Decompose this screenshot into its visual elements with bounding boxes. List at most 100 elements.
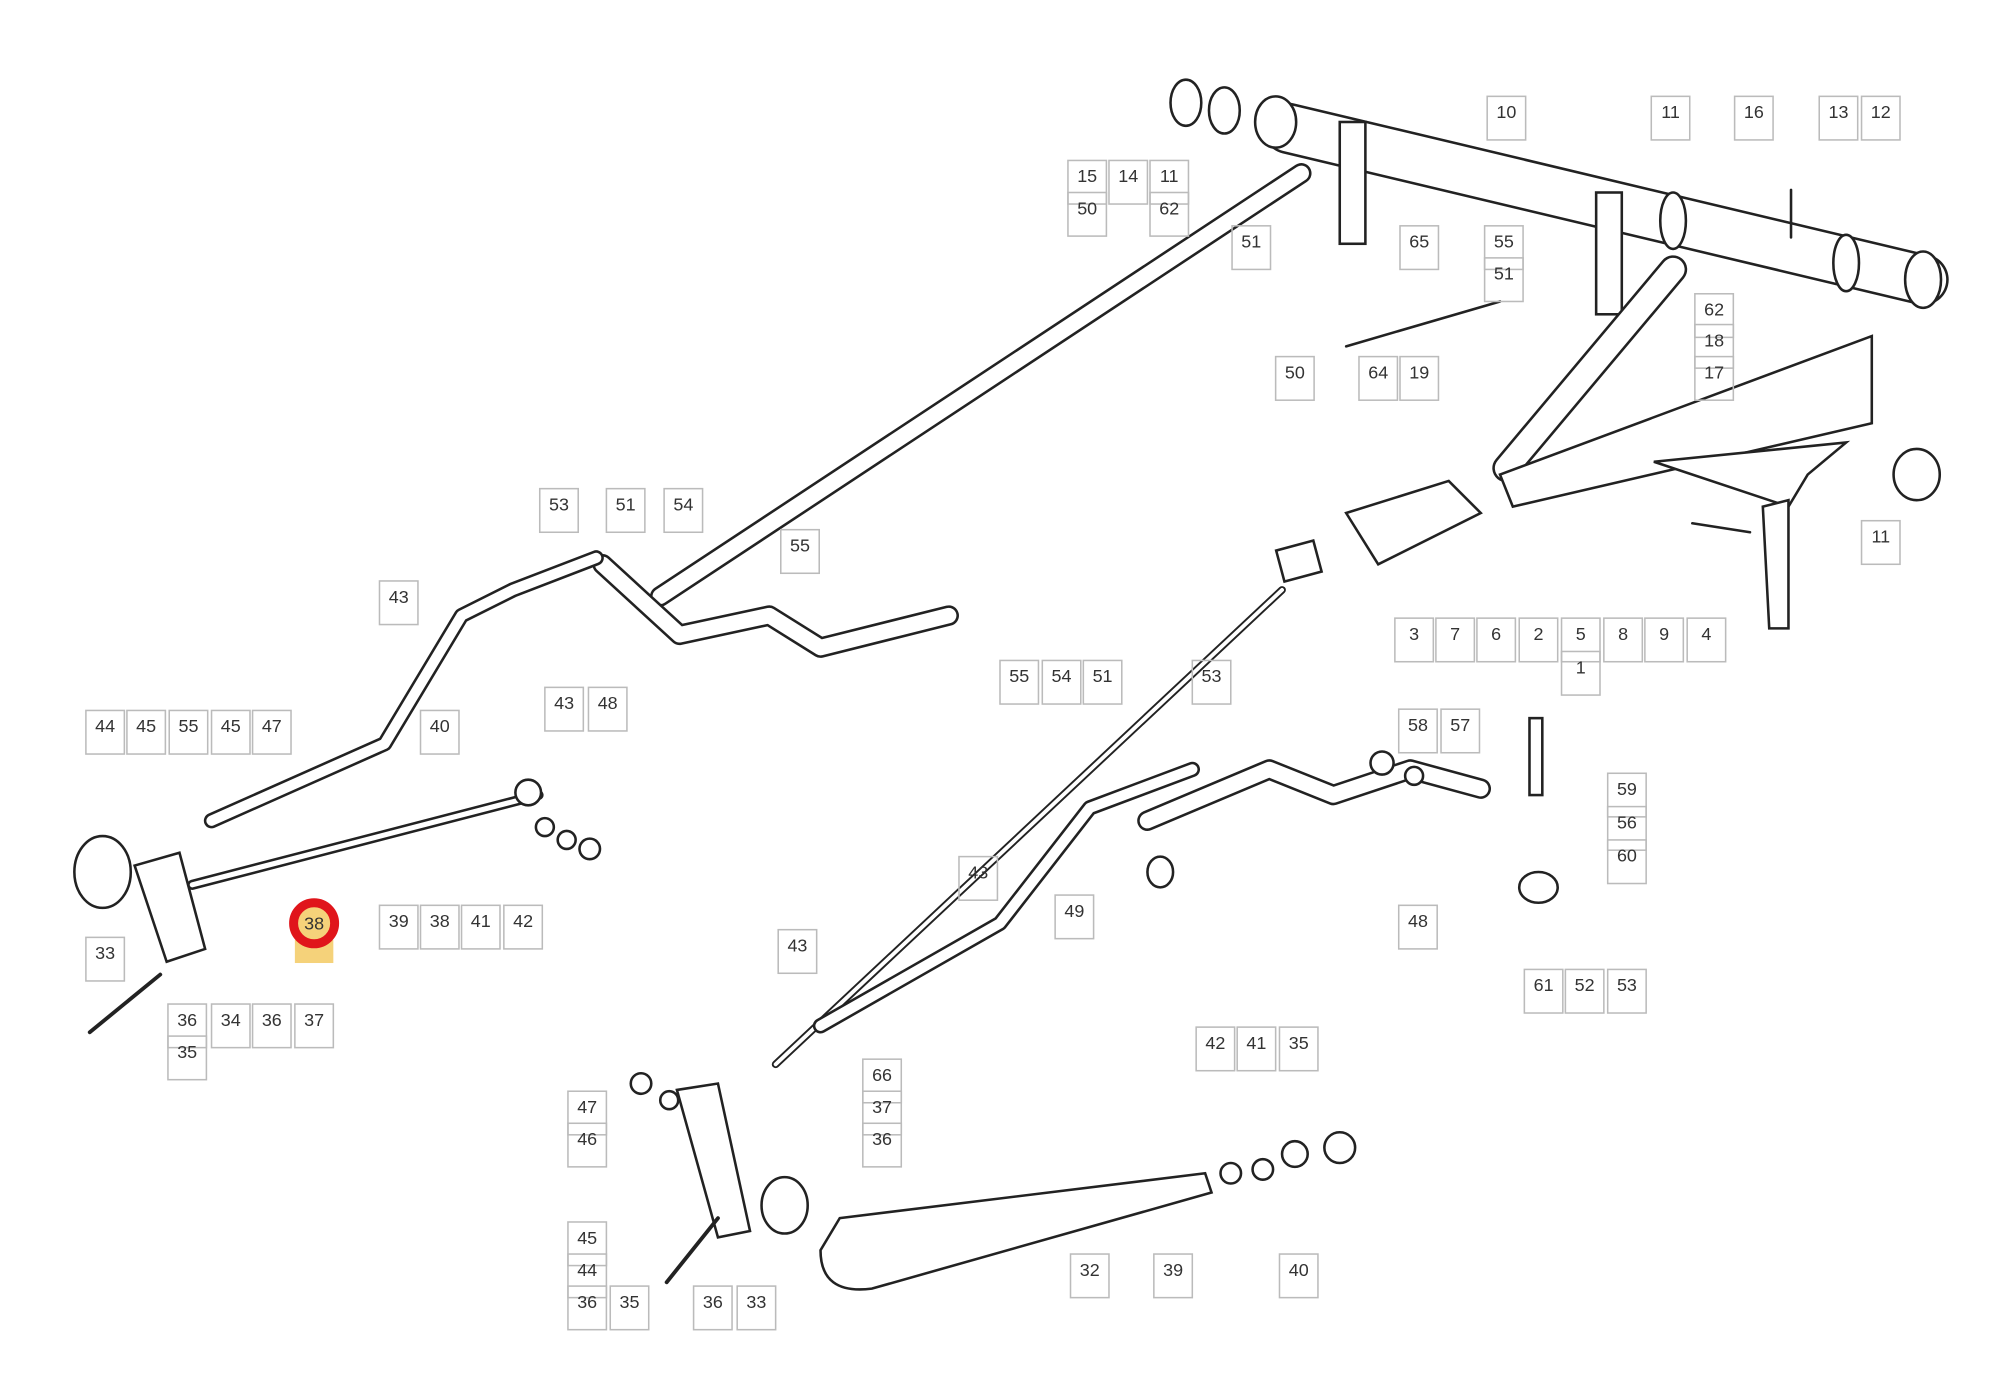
callout-box [1041,659,1082,705]
callout-23[interactable]: 6 [1476,617,1517,663]
callout-12[interactable]: 55 [1483,225,1524,271]
callout-58[interactable]: 57 [1440,708,1481,754]
callout-78[interactable]: 44 [567,1253,608,1299]
callout-84[interactable]: 39 [1153,1253,1194,1299]
callout-38[interactable]: 45 [126,709,167,755]
callout-44[interactable]: 38 [419,904,460,950]
callout-73[interactable]: 37 [862,1090,903,1136]
callout-number: 42 [1205,1033,1225,1053]
callout-number: 66 [872,1065,892,1085]
callout-41[interactable]: 47 [251,709,292,755]
callout-34[interactable]: 43 [378,580,419,626]
callout-35[interactable]: 43 [544,686,585,732]
callout-15[interactable]: 18 [1694,323,1735,369]
callout-75[interactable]: 47 [567,1090,608,1136]
callout-82[interactable]: 33 [736,1285,777,1331]
callout-60[interactable]: 56 [1606,805,1647,851]
callout-83[interactable]: 32 [1069,1253,1110,1299]
callout-33[interactable]: 55 [780,528,821,575]
callout-number: 51 [616,494,636,514]
callout-57[interactable]: 58 [1397,708,1438,754]
callout-43[interactable]: 39 [378,904,419,950]
callout-66[interactable]: 52 [1564,968,1605,1014]
callout-52[interactable]: 35 [167,1035,208,1081]
callout-6[interactable]: 14 [1108,159,1149,205]
callout-56[interactable]: 53 [1191,659,1232,705]
callout-50[interactable]: 36 [251,1003,292,1049]
callout-number: 33 [95,943,115,963]
callout-7[interactable]: 11 [1149,159,1190,205]
callout-45[interactable]: 41 [460,904,501,950]
callout-24[interactable]: 2 [1518,617,1559,663]
callout-14[interactable]: 62 [1694,293,1735,339]
callout-37[interactable]: 44 [85,709,126,755]
callout-67[interactable]: 53 [1606,968,1647,1014]
callout-39[interactable]: 55 [168,709,209,755]
callout-11[interactable]: 65 [1399,225,1440,271]
callout-46[interactable]: 42 [503,904,544,950]
callout-16[interactable]: 17 [1694,355,1735,401]
callout-number: 41 [471,911,491,931]
callout-74[interactable]: 36 [862,1122,903,1168]
callout-13[interactable]: 51 [1483,257,1524,303]
callout-49[interactable]: 34 [210,1003,251,1049]
callout-28[interactable]: 4 [1686,617,1727,663]
callout-31[interactable]: 51 [605,487,646,534]
callout-61[interactable]: 60 [1606,839,1647,885]
callout-30[interactable]: 53 [538,487,579,534]
highlight-marker[interactable]: 38 [289,898,340,964]
callout-9[interactable]: 62 [1149,191,1190,237]
callout-18[interactable]: 64 [1358,355,1399,401]
callout-8[interactable]: 50 [1067,191,1108,237]
callout-21[interactable]: 3 [1394,617,1435,663]
callout-68[interactable]: 43 [777,928,818,975]
callout-20[interactable]: 11 [1860,519,1901,566]
callout-76[interactable]: 46 [567,1122,608,1168]
callout-42[interactable]: 40 [419,709,460,755]
callout-63[interactable]: 49 [1054,894,1095,940]
callout-32[interactable]: 54 [663,487,704,534]
callout-51[interactable]: 37 [294,1003,335,1049]
callout-3[interactable]: 13 [1818,95,1859,141]
callout-40[interactable]: 45 [210,709,251,755]
callout-81[interactable]: 36 [692,1285,733,1331]
callout-5[interactable]: 15 [1067,159,1108,205]
callout-17[interactable]: 50 [1274,355,1315,401]
callout-62[interactable]: 43 [958,855,999,901]
callout-77[interactable]: 45 [567,1221,608,1267]
callout-65[interactable]: 61 [1523,968,1564,1014]
callout-48[interactable]: 36 [167,1003,208,1049]
callout-number: 36 [872,1129,892,1149]
highlight-ring[interactable] [289,898,340,949]
callout-0[interactable]: 10 [1486,95,1527,141]
callout-number: 58 [1408,715,1428,735]
callout-69[interactable]: 42 [1195,1026,1236,1072]
callout-59[interactable]: 59 [1606,772,1647,818]
callout-71[interactable]: 35 [1278,1026,1319,1072]
callout-10[interactable]: 51 [1231,225,1272,271]
callout-2[interactable]: 16 [1733,95,1774,141]
callout-85[interactable]: 40 [1278,1253,1319,1299]
callout-29[interactable]: 1 [1560,650,1601,696]
callout-80[interactable]: 35 [609,1285,650,1331]
callout-36[interactable]: 48 [587,686,628,732]
callout-22[interactable]: 7 [1435,617,1476,663]
callout-53[interactable]: 55 [999,659,1040,705]
callout-19[interactable]: 19 [1399,355,1440,401]
callout-54[interactable]: 54 [1041,659,1082,705]
callout-26[interactable]: 8 [1603,617,1644,663]
callout-1[interactable]: 11 [1650,95,1691,141]
callout-47[interactable]: 33 [85,936,126,982]
callout-72[interactable]: 66 [862,1058,903,1104]
callout-55[interactable]: 51 [1082,659,1123,705]
callout-79[interactable]: 36 [567,1285,608,1331]
callout-64[interactable]: 48 [1397,904,1438,950]
callout-70[interactable]: 41 [1236,1026,1277,1072]
callout-4[interactable]: 12 [1860,95,1901,141]
callout-box [538,487,579,534]
callout-number: 41 [1246,1033,1266,1053]
callout-25[interactable]: 5 [1560,617,1601,663]
callout-number: 55 [1009,666,1029,686]
callout-27[interactable]: 9 [1644,617,1685,663]
callout-box [1067,191,1108,237]
